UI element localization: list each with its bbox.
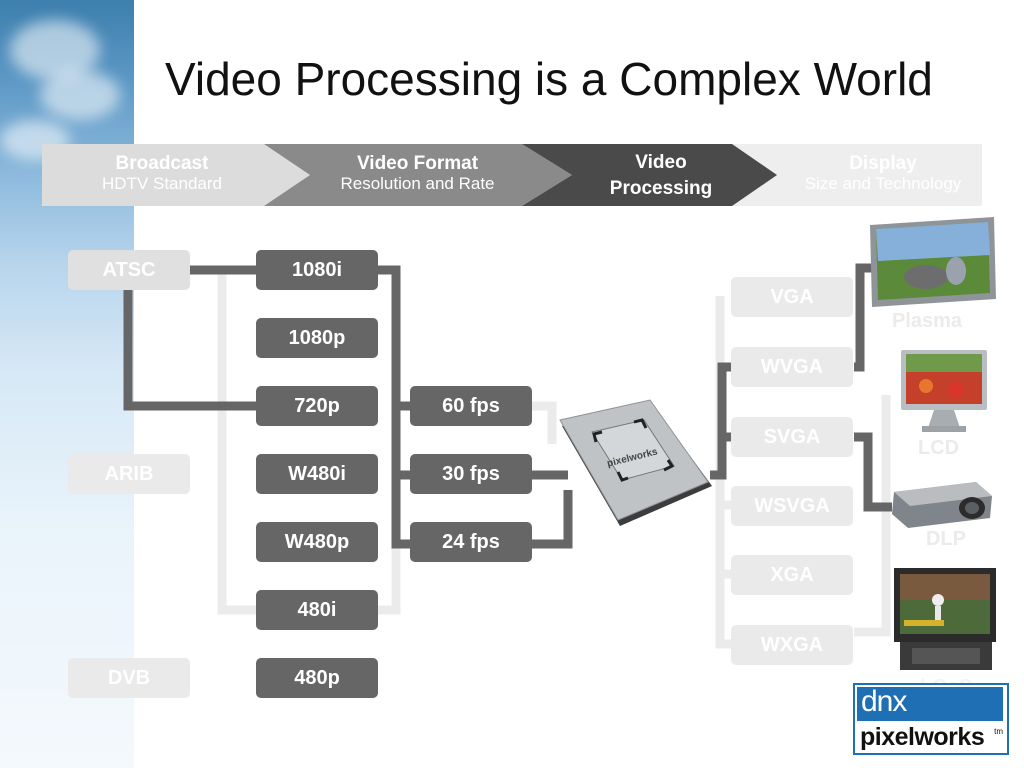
stage-display-subtitle: Size and Technology: [804, 174, 962, 193]
standard-atsc: ATSC: [68, 250, 190, 290]
lcd-display-icon: [901, 350, 987, 432]
dnx-pixelworks-logo: dnx pixelworks tm: [853, 683, 1009, 755]
rate-24fps: 24 fps: [410, 522, 532, 562]
stage-display: Display Size and Technology: [783, 154, 983, 194]
logo-dnx-text: dnx: [861, 685, 907, 718]
format-720p: 720p: [256, 386, 378, 426]
standard-arib: ARIB: [68, 454, 190, 494]
dlp-projector-icon: [892, 482, 992, 528]
stage-video-processing-chevron: [522, 144, 777, 206]
sky-background-strip: [0, 0, 134, 768]
resolution-xga: XGA: [731, 555, 853, 595]
logo-tm: tm: [994, 727, 1003, 736]
dark-connectors: [123, 263, 892, 549]
page-title: Video Processing is a Complex World: [165, 53, 933, 105]
rate-60fps: 60 fps: [410, 386, 532, 426]
format-w480i: W480i: [256, 454, 378, 494]
format-w480p: W480p: [256, 522, 378, 562]
resolution-wxga: WXGA: [731, 625, 853, 665]
format-480p: 480p: [256, 658, 378, 698]
stage-display-title: Display: [849, 153, 917, 174]
stage-video-format: Video Format Resolution and Rate: [310, 154, 525, 194]
display-dlp-label: DLP: [926, 528, 966, 550]
stage-video-format-subtitle: Resolution and Rate: [340, 174, 495, 193]
stage-video-format-title: Video Format: [356, 153, 479, 174]
resolution-wvga: WVGA: [731, 347, 853, 387]
format-480i: 480i: [256, 590, 378, 630]
stage-broadcast-chevron: [42, 144, 310, 206]
processor-chip-icon: pixelworks: [559, 399, 712, 526]
rate-30fps: 30 fps: [410, 454, 532, 494]
display-lcd-label: LCD: [918, 437, 960, 459]
stage-video-format-chevron: [264, 144, 572, 206]
stage-broadcast: Broadcast HDTV Standard: [62, 154, 262, 194]
logo-pixelworks-text: pixelworks: [860, 723, 985, 751]
display-plasma-label: Plasma: [892, 310, 963, 332]
plasma-display-icon: [870, 217, 996, 307]
resolution-vga: VGA: [731, 277, 853, 317]
resolution-wsvga: WSVGA: [731, 486, 853, 526]
stage-video-processing: Video Processing: [586, 150, 736, 202]
lcos-display-icon: [894, 568, 996, 670]
stage-bar: [42, 144, 982, 206]
format-1080p: 1080p: [256, 318, 378, 358]
format-1080i: 1080i: [256, 250, 378, 290]
stage-broadcast-subtitle: HDTV Standard: [102, 174, 222, 193]
stage-broadcast-title: Broadcast: [115, 153, 209, 174]
stage-video-processing-title: Video Processing: [609, 152, 713, 199]
resolution-svga: SVGA: [731, 417, 853, 457]
standard-dvb: DVB: [68, 658, 190, 698]
